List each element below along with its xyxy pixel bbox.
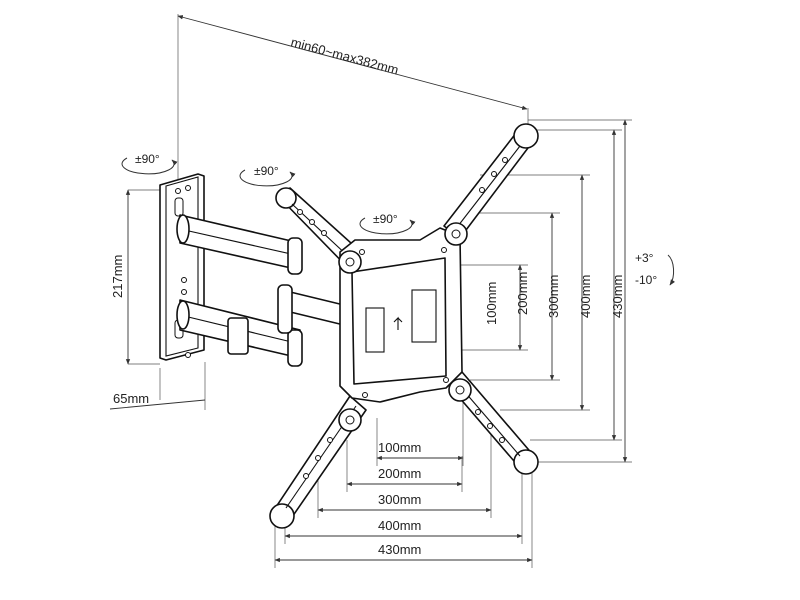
label-h-300: 300mm xyxy=(378,492,421,507)
rotate-arrow-plate xyxy=(359,217,416,235)
tilt-arrow xyxy=(667,254,675,286)
rotate-arrow-wall xyxy=(121,157,178,175)
label-v-200: 200mm xyxy=(515,272,530,315)
label-wall-plate-height: 217mm xyxy=(110,255,125,298)
label-rotate-plate: ±90° xyxy=(373,212,398,226)
label-rotate-arm: ±90° xyxy=(254,164,279,178)
label-h-430: 430mm xyxy=(378,542,421,557)
label-v-300: 300mm xyxy=(546,275,561,318)
label-v-100: 100mm xyxy=(484,282,499,325)
label-tilt-down: -10° xyxy=(635,273,657,287)
label-arm-extension: min60~max382mm xyxy=(289,34,400,77)
label-tilt-up: +3° xyxy=(635,251,654,265)
rotation-arrows xyxy=(121,157,675,286)
dim-line-arm-extension xyxy=(177,15,528,110)
label-h-400: 400mm xyxy=(378,518,421,533)
dimension-lines xyxy=(109,14,632,568)
label-h-200: 200mm xyxy=(378,466,421,481)
articulating-arms xyxy=(176,214,349,367)
dim-line-65 xyxy=(109,399,206,410)
label-wall-depth: 65mm xyxy=(113,391,149,406)
label-rotate-wall: ±90° xyxy=(135,152,160,166)
rotate-arrow-arm xyxy=(239,169,296,187)
label-v-400: 400mm xyxy=(578,275,593,318)
label-h-100: 100mm xyxy=(378,440,421,455)
vesa-x-bracket xyxy=(269,123,539,529)
rotation-labels: ±90° ±90° ±90° +3° -10° xyxy=(135,152,657,287)
label-v-430: 430mm xyxy=(610,275,625,318)
